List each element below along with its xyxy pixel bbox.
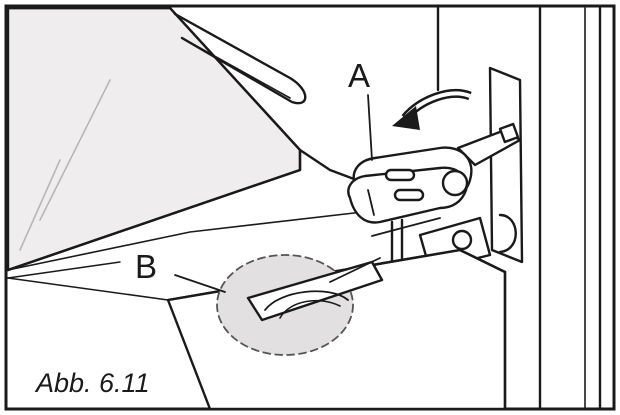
surface-line-2 <box>7 261 121 279</box>
appliance-illustration <box>6 6 602 411</box>
handle-rail-inner <box>181 37 291 99</box>
callout-label-b: B <box>135 248 157 285</box>
panel-edge-bottom <box>6 148 302 272</box>
slot-clip <box>264 290 349 311</box>
hinge-arm-tab <box>498 122 520 144</box>
lever-edge <box>367 189 375 216</box>
panel-edge-top <box>6 6 302 152</box>
leader-line-a <box>367 94 373 161</box>
lever-pivot <box>441 169 469 197</box>
hinge-plate <box>488 66 524 264</box>
leader-line-b <box>174 274 226 293</box>
surface-line <box>7 209 381 271</box>
glass-reflection-2 <box>19 159 61 251</box>
bracket-screw <box>451 229 473 251</box>
lever-slot-lower <box>393 188 425 202</box>
handle-rail <box>173 12 307 105</box>
slot-clip-2 <box>279 299 341 319</box>
hinge-link <box>371 217 441 237</box>
figure-caption: Abb. 6.11 <box>34 368 150 398</box>
hinge-plate-curve <box>498 213 517 254</box>
lever-slot-upper <box>384 168 416 182</box>
base-line <box>7 277 169 301</box>
slot-rail <box>329 257 381 283</box>
rotation-arrow-head <box>392 106 420 130</box>
glass-reflection <box>39 79 111 221</box>
callout-label-a: A <box>348 57 370 94</box>
